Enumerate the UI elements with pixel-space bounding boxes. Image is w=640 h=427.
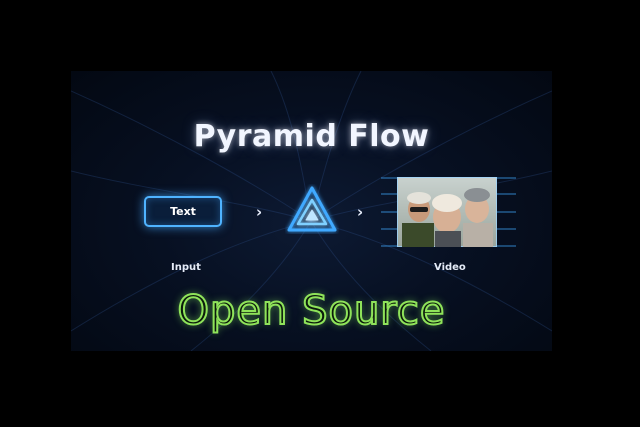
chevron-right-icon: › — [357, 203, 364, 221]
banner-panel: Pyramid Flow Text › › — [71, 71, 552, 351]
video-label: Video — [434, 262, 466, 273]
input-label: Input — [171, 262, 201, 273]
chevron-right-icon: › — [256, 203, 263, 221]
video-frame-icon — [397, 177, 497, 247]
text-input-box: Text — [144, 196, 222, 227]
pyramid-triangle-icon — [287, 186, 337, 232]
page-title: Pyramid Flow — [193, 119, 430, 154]
open-source-tagline: Open Source — [177, 287, 446, 335]
video-output — [381, 174, 516, 250]
